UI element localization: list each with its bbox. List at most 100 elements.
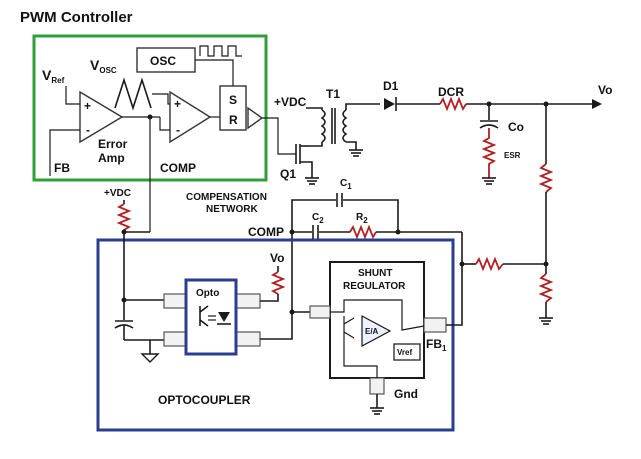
led-resistor bbox=[270, 271, 286, 295]
vref-box bbox=[393, 343, 421, 361]
pullup-junction-dot bbox=[121, 229, 127, 235]
divider-lower-resistor bbox=[538, 273, 554, 303]
error-amp-plus: + bbox=[84, 99, 91, 113]
opto-pin-anode bbox=[235, 293, 261, 309]
comp-node-label: COMP bbox=[248, 225, 284, 239]
error-amp-symbol bbox=[79, 90, 124, 144]
light-arrows-icon bbox=[208, 315, 216, 321]
led-icon bbox=[217, 312, 231, 325]
opto-ground-symbol bbox=[140, 353, 160, 363]
secondary-ground-symbol bbox=[349, 149, 363, 157]
secondary-top-wire bbox=[345, 103, 380, 110]
c1-r2-junction-dot bbox=[395, 229, 401, 235]
esr-resistor bbox=[481, 128, 497, 178]
sawtooth-waveform bbox=[114, 77, 152, 111]
osc-to-latch-wire bbox=[195, 59, 234, 86]
comp-pin-label: COMP bbox=[160, 161, 196, 175]
opto-pin-cathode bbox=[235, 331, 261, 347]
power-vdc-label: +VDC bbox=[274, 95, 307, 109]
vosc-label: VOSC bbox=[90, 57, 117, 75]
transformer-secondary-coil bbox=[342, 109, 348, 143]
capacitor-c2 bbox=[312, 225, 319, 239]
diode-d1-symbol bbox=[384, 97, 397, 111]
c1-label: C1 bbox=[340, 178, 352, 191]
resistor-r2 bbox=[349, 224, 377, 240]
compensation-title-line2: NETWORK bbox=[206, 204, 258, 215]
c1-right-wire bbox=[343, 199, 399, 232]
ea-amplifier-symbol bbox=[361, 314, 392, 348]
latch-r-label: R bbox=[229, 113, 238, 127]
optocoupler-label: OPTOCOUPLER bbox=[158, 393, 251, 407]
c2-label: C2 bbox=[312, 212, 324, 225]
vref-label: VRef bbox=[42, 67, 65, 85]
vref-internal-label: Vref bbox=[397, 348, 412, 357]
error-to-comparator-minus-wire bbox=[159, 117, 170, 131]
error-amp-minus: - bbox=[86, 123, 90, 137]
ea-label: E/A bbox=[365, 327, 379, 336]
optocoupler-body bbox=[184, 278, 238, 356]
capacitor-c1 bbox=[336, 193, 343, 207]
transformer-t1-label: T1 bbox=[326, 87, 340, 101]
fb-series-resistor bbox=[475, 256, 504, 272]
shunt-pin-cathode bbox=[309, 305, 331, 319]
r2-label: R2 bbox=[356, 212, 368, 225]
vdc-to-primary-wire bbox=[306, 107, 323, 110]
comparator-plus: + bbox=[174, 97, 181, 111]
shunt-gnd-trace bbox=[343, 340, 378, 378]
led-cathode-wire bbox=[260, 311, 310, 340]
transformer-primary-coil bbox=[320, 109, 326, 143]
fb1-pin-label: FB1 bbox=[426, 337, 447, 353]
filter-capacitor bbox=[114, 320, 134, 329]
co-ground-symbol bbox=[482, 177, 496, 185]
opto-label: Opto bbox=[196, 288, 219, 299]
error-amp-label-line2: Amp bbox=[98, 151, 125, 165]
opto-pin-emitter bbox=[163, 331, 187, 347]
oscillator-box bbox=[136, 47, 196, 73]
divider-ground-symbol bbox=[539, 317, 553, 325]
pwm-comparator-symbol bbox=[169, 90, 212, 144]
shunt-pin-gnd bbox=[369, 377, 385, 395]
shunt-transistor-icon bbox=[343, 316, 355, 340]
primary-to-q1-wire bbox=[310, 142, 323, 147]
led-anode-wire bbox=[260, 294, 279, 302]
shunt-ground-symbol bbox=[370, 407, 384, 415]
phototransistor-icon bbox=[199, 305, 209, 327]
secondary-bottom-wire bbox=[346, 141, 357, 150]
sr-latch-box bbox=[219, 85, 247, 131]
pwm-controller-title: PWM Controller bbox=[20, 9, 133, 26]
shunt-internal-trace bbox=[330, 299, 425, 331]
fb1-to-divider-wire bbox=[446, 264, 463, 326]
pullup-resistor bbox=[116, 203, 132, 231]
driver-to-gate-wire bbox=[262, 117, 296, 155]
sawtooth-to-comparator-wire bbox=[152, 93, 172, 105]
shunt-title-line2: REGULATOR bbox=[343, 281, 406, 292]
led-vo-label: Vo bbox=[270, 251, 284, 265]
q1-mosfet-symbol bbox=[295, 144, 313, 178]
feedback-border bbox=[96, 238, 455, 432]
co-label: Co bbox=[508, 120, 524, 134]
gate-driver-buffer bbox=[247, 106, 264, 130]
diode-d1-label: D1 bbox=[383, 79, 399, 93]
feedback-vdc-label: +VDC bbox=[104, 188, 131, 199]
error-amp-label-line1: Error bbox=[98, 137, 128, 151]
c1-left-wire bbox=[291, 199, 336, 232]
compensation-title-line1: COMPENSATION bbox=[186, 192, 267, 203]
fb-pin-label: FB bbox=[54, 161, 70, 175]
shunt-title-line1: SHUNT bbox=[358, 268, 392, 279]
square-waveform bbox=[199, 45, 242, 57]
q1-label: Q1 bbox=[280, 167, 296, 181]
gnd-label: Gnd bbox=[394, 387, 418, 401]
fb-wire bbox=[49, 129, 80, 176]
divider-upper-resistor bbox=[538, 163, 554, 193]
dcr-label: DCR bbox=[438, 85, 464, 99]
output-capacitor-co bbox=[479, 120, 499, 129]
shunt-pin-fb bbox=[423, 317, 447, 333]
osc-label: OSC bbox=[150, 54, 176, 68]
q1-ground-symbol bbox=[305, 177, 319, 185]
output-arrow-icon bbox=[592, 99, 602, 109]
latch-s-label: S bbox=[229, 93, 237, 107]
vref-wire bbox=[65, 86, 80, 105]
opto-pin-collector bbox=[163, 293, 187, 309]
esr-label: ESR bbox=[504, 151, 521, 160]
